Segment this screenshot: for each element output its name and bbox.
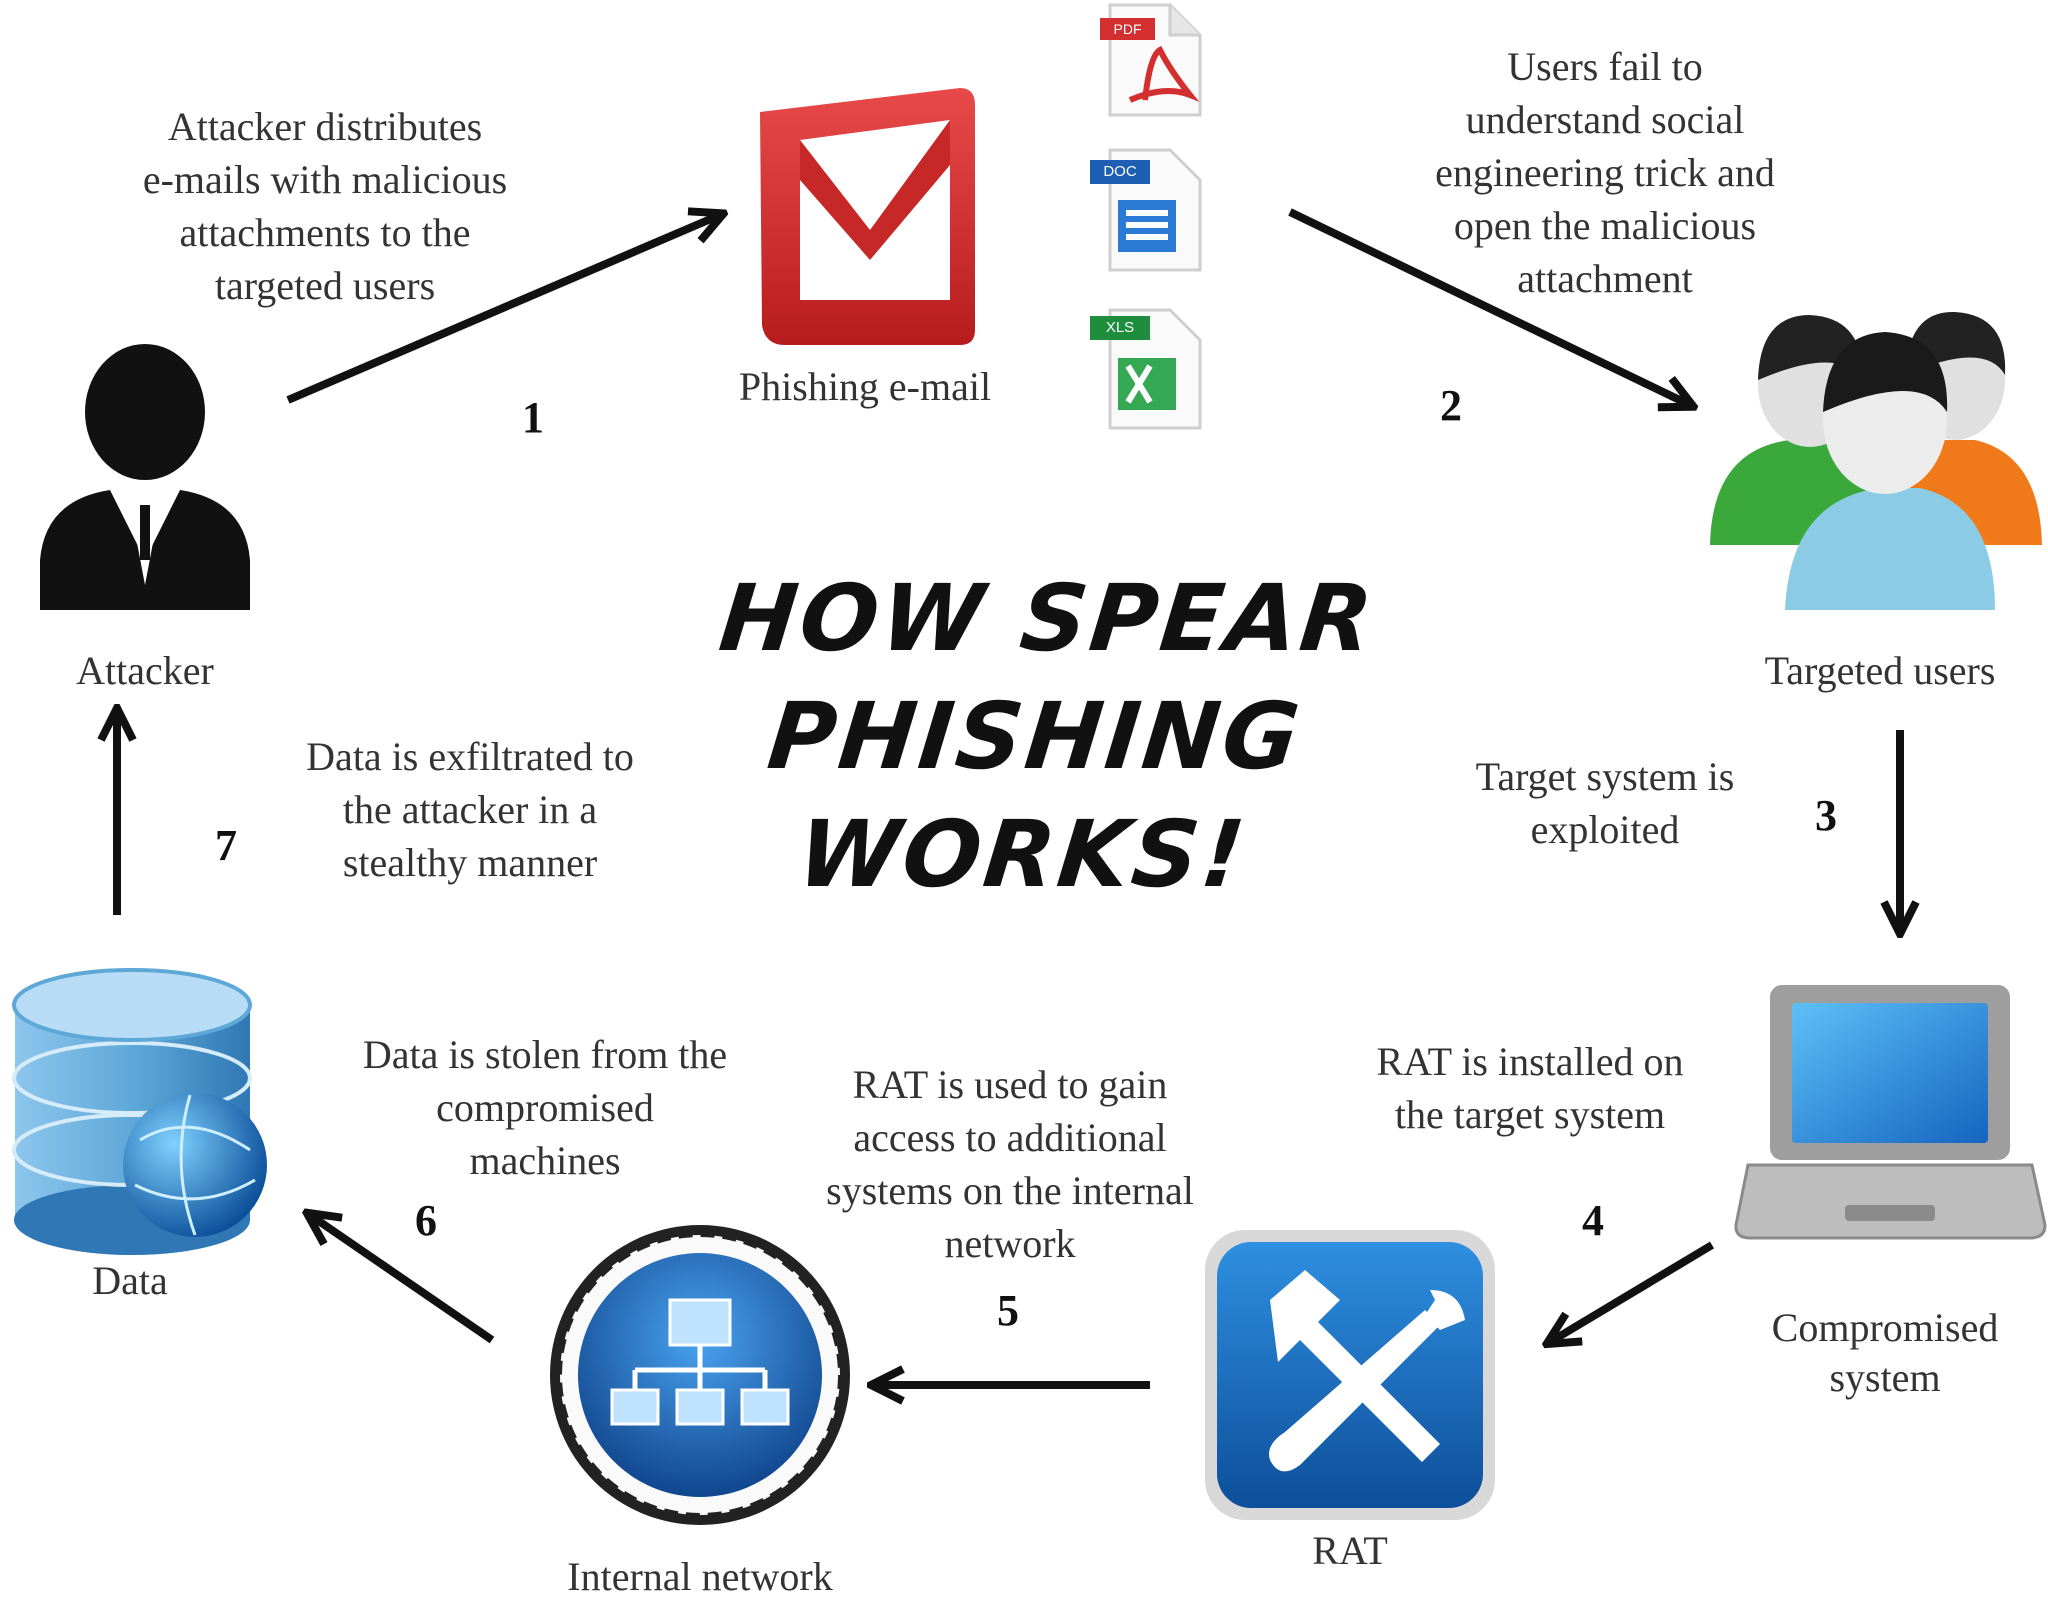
attacker-label: Attacker	[76, 648, 214, 693]
arrow-step-2	[1288, 208, 1690, 405]
step-6-text: Data is stolen from the compromised mach…	[362, 1032, 728, 1183]
compromised-laptop-icon	[1734, 985, 2047, 1240]
step-7-text: Data is exfiltrated to the attacker in a…	[306, 734, 634, 885]
step-2-text: Users fail to understand social engineer…	[1435, 44, 1775, 301]
step-4-number: 4	[1582, 1196, 1604, 1245]
step-7-number: 7	[215, 821, 237, 870]
step-1-text: Attacker distributes e-mails with malici…	[142, 104, 508, 308]
pdf-tag: PDF	[1113, 21, 1142, 37]
rat-tools-icon	[1205, 1230, 1495, 1520]
internal-network-icon	[550, 1225, 850, 1525]
arrow-step-4	[1550, 1241, 1715, 1342]
step-2-number: 2	[1440, 381, 1462, 430]
doc-tag: DOC	[1103, 163, 1137, 180]
phishing-email-label: Phishing e-mail	[738, 364, 992, 409]
data-label: Data	[92, 1258, 168, 1303]
attacker-icon	[40, 344, 250, 610]
pdf-file-icon	[1100, 3, 1202, 117]
email-envelope-icon	[760, 88, 975, 345]
xls-file-icon	[1090, 308, 1202, 430]
rat-label: RAT	[1312, 1528, 1388, 1573]
arrow-step-1	[286, 215, 720, 404]
internal-network-label: Internal network	[567, 1554, 833, 1599]
arrow-step-6	[310, 1215, 495, 1344]
step-3-number: 3	[1815, 791, 1837, 840]
step-4-text: RAT is installed on the target system	[1376, 1039, 1684, 1137]
step-5-text: RAT is used to gain access to additional…	[826, 1062, 1194, 1266]
targeted-users-icon	[1710, 311, 2042, 610]
doc-file-icon	[1090, 148, 1202, 272]
step-5-number: 5	[997, 1286, 1019, 1335]
step-3-text: Target system is exploited	[1475, 754, 1735, 852]
step-1-number: 1	[522, 393, 544, 442]
step-6-number: 6	[415, 1196, 437, 1245]
xls-tag: XLS	[1105, 319, 1135, 336]
targeted-users-label: Targeted users	[1764, 648, 1996, 693]
compromised-system-label: Compromised system	[1771, 1305, 1999, 1400]
database-icon	[12, 968, 267, 1255]
